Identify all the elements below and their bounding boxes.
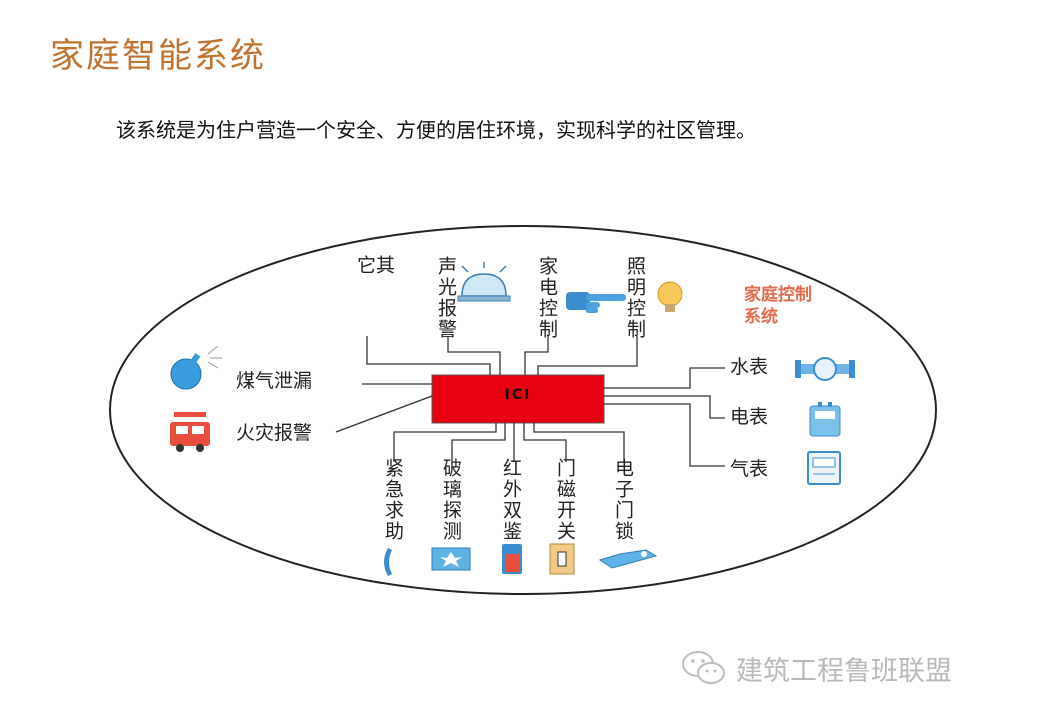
light-bulb-icon	[657, 281, 683, 312]
label-glass-break: 破璃探测	[440, 458, 462, 542]
line-alarm	[447, 336, 501, 375]
line-other	[366, 336, 491, 375]
ici-box	[431, 374, 605, 424]
watermark: 建筑工程鲁班联盟	[680, 648, 952, 688]
line-gas-meter	[604, 403, 725, 467]
line-fire-alarm	[335, 395, 433, 433]
electronic-lock-icon	[598, 549, 658, 569]
label-other: 其它	[354, 255, 395, 314]
fire-truck-icon	[170, 412, 210, 452]
phone-icon	[384, 548, 392, 576]
ici-label: ICI	[504, 387, 532, 403]
line-appliance	[524, 336, 549, 375]
page-title: 家庭智能系统	[50, 36, 266, 76]
line-lock	[533, 423, 625, 462]
line-water-meter	[604, 367, 725, 389]
label-fire-alarm: 火灾报警	[236, 422, 313, 444]
alarm-bell-icon	[457, 262, 511, 302]
system-boundary-ellipse	[109, 225, 937, 595]
wechat-icon	[682, 651, 725, 684]
connector-lines	[335, 336, 725, 467]
pointing-hand-icon	[566, 292, 626, 313]
label-door-magnet: 门磁开关	[554, 458, 576, 542]
line-door	[523, 423, 567, 462]
water-meter-icon	[795, 357, 855, 381]
infrared-sensor-icon	[502, 544, 522, 574]
glass-break-icon	[431, 547, 471, 571]
label-appliance: 家电控制	[536, 256, 558, 340]
label-e-lock: 电子门锁	[612, 458, 634, 542]
label-alarm: 声光报警	[435, 256, 457, 340]
line-glass	[451, 423, 506, 462]
label-infrared: 红外双鉴	[500, 458, 522, 542]
gas-bomb-icon	[170, 345, 222, 390]
electric-meter-icon	[809, 402, 841, 437]
page-subtitle: 该系统是为住户营造一个安全、方便的居住环境，实现科学的社区管理。	[116, 118, 756, 142]
door-magnet-icon	[549, 543, 575, 575]
label-emergency: 紧急求助	[382, 458, 404, 542]
watermark-text: 建筑工程鲁班联盟	[736, 655, 952, 687]
label-electric-meter: 电表	[730, 406, 769, 428]
line-lighting	[537, 336, 638, 375]
label-gas-meter: 气表	[730, 458, 769, 480]
label-gas-leak: 煤气泄漏	[236, 370, 313, 392]
label-water-meter: 水表	[730, 356, 769, 378]
label-lighting: 照明控制	[624, 256, 646, 340]
line-emergency	[393, 423, 497, 462]
gas-meter-icon	[807, 451, 841, 485]
line-electric-meter	[604, 395, 725, 419]
home-control-note: 家庭控制系统	[744, 285, 812, 327]
